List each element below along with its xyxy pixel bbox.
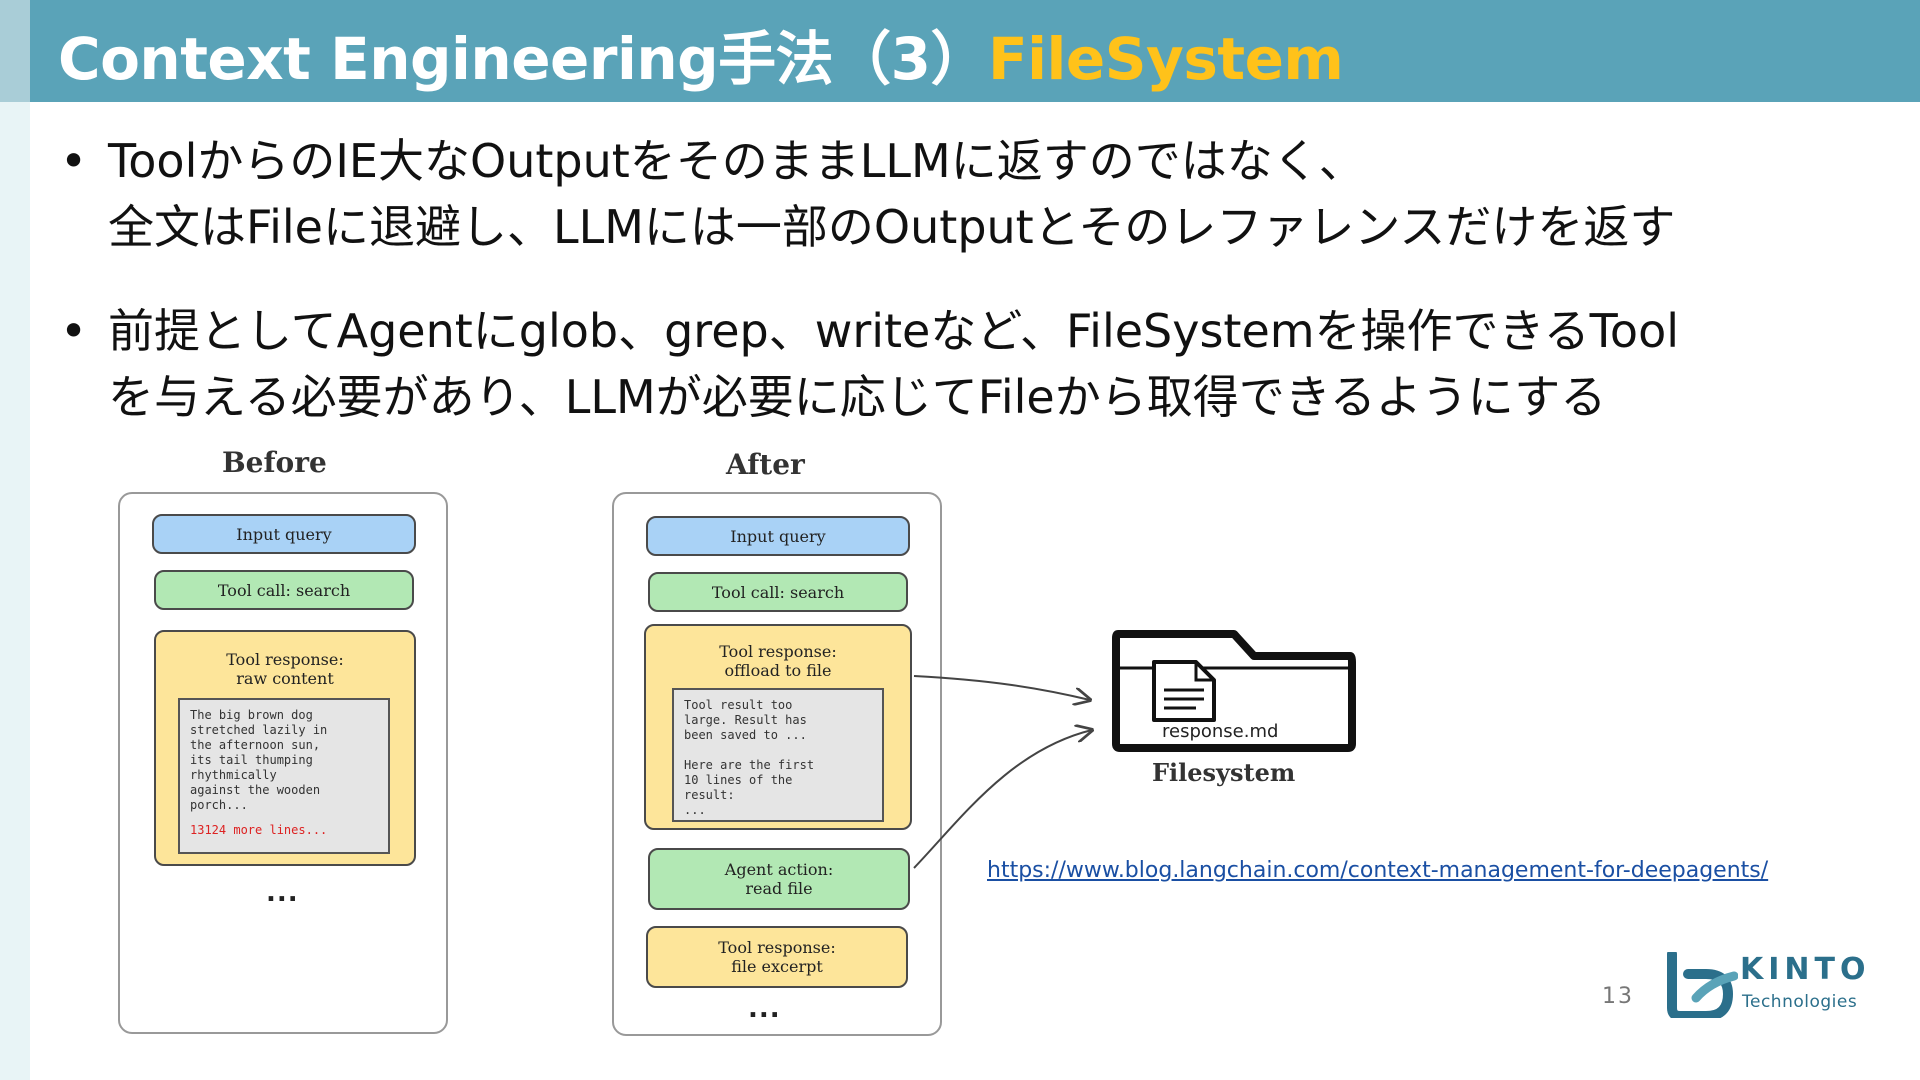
before-content-card: The big brown dog stretched lazily in th… <box>178 698 390 854</box>
bullet-dot: • <box>60 304 88 358</box>
bullet-1: • ToolからのIE大なOutputをそのままLLMに返すのではなく、 全文は… <box>58 128 1878 260</box>
title-accent: FileSystem <box>988 25 1344 93</box>
after-agent-action-line-1: Agent action: <box>724 860 834 879</box>
before-panel: Input query Tool call: search Tool respo… <box>118 492 448 1034</box>
bullet-dot: • <box>60 134 88 188</box>
before-ellipsis: ... <box>266 878 299 908</box>
after-file-excerpt-line-2: file excerpt <box>731 957 823 976</box>
after-content-card: Tool result too large. Result has been s… <box>672 688 884 822</box>
after-file-excerpt: Tool response: file excerpt <box>646 926 908 988</box>
after-input-query: Input query <box>646 516 910 556</box>
bullet-2: • 前提としてAgentにglob、grep、writeなど、FileSyste… <box>58 298 1878 430</box>
before-content-text: The big brown dog stretched lazily in th… <box>190 708 328 812</box>
after-tool-call-label: Tool call: search <box>711 582 845 602</box>
after-tool-response-line-1: Tool response: <box>719 642 837 661</box>
before-tool-response-line-2: raw content <box>236 669 334 688</box>
after-content-text: Tool result too large. Result has been s… <box>684 698 815 817</box>
document-icon <box>1152 660 1216 722</box>
before-more-lines: 13124 more lines... <box>190 823 328 837</box>
after-input-query-label: Input query <box>730 526 826 546</box>
filesystem-label: Filesystem <box>1152 758 1296 787</box>
after-heading: After <box>726 448 805 481</box>
after-file-excerpt-line-1: Tool response: <box>718 938 836 957</box>
left-decor-strip-top <box>0 0 30 102</box>
bullet-2-line-1: 前提としてAgentにglob、grep、writeなど、FileSystemを… <box>108 304 1679 358</box>
slide-title: Context Engineering手法（3）FileSystem <box>58 12 1344 96</box>
bullet-2-line-2: を与える必要があり、LLMが必要に応じてFileから取得できるようにする <box>108 370 1607 424</box>
after-tool-call: Tool call: search <box>648 572 908 612</box>
kinto-logo: KINTO Technologies <box>1666 949 1876 1022</box>
before-input-query-label: Input query <box>236 524 332 544</box>
after-agent-action-line-2: read file <box>745 879 813 898</box>
left-decor-strip <box>0 0 30 1080</box>
bullet-1-line-1: ToolからのIE大なOutputをそのままLLMに返すのではなく、 <box>108 134 1365 188</box>
before-input-query: Input query <box>152 514 416 554</box>
kinto-logo-icon <box>1667 949 1739 1021</box>
after-panel: Input query Tool call: search Tool respo… <box>612 492 942 1036</box>
kinto-logo-sub: Technologies <box>1742 992 1858 1012</box>
source-link[interactable]: https://www.blog.langchain.com/context-m… <box>987 858 1769 883</box>
after-tool-response-line-2: offload to file <box>724 661 832 680</box>
title-main: Context Engineering手法（3） <box>58 25 989 93</box>
after-ellipsis: ... <box>748 994 781 1024</box>
before-tool-call-label: Tool call: search <box>217 580 351 600</box>
after-agent-action: Agent action: read file <box>648 848 910 910</box>
before-tool-call: Tool call: search <box>154 570 414 610</box>
bullet-list: • ToolからのIE大なOutputをそのままLLMに返すのではなく、 全文は… <box>58 128 1878 468</box>
bullet-1-line-2: 全文はFileに退避し、LLMには一部のOutputとそのレファレンスだけを返す <box>108 200 1676 254</box>
page-number: 13 <box>1602 984 1634 1009</box>
filesystem-filename: response.md <box>1162 721 1279 742</box>
before-heading: Before <box>222 446 327 479</box>
title-bar <box>30 0 1920 102</box>
before-tool-response-line-1: Tool response: <box>226 650 344 669</box>
kinto-logo-name: KINTO <box>1740 952 1871 987</box>
